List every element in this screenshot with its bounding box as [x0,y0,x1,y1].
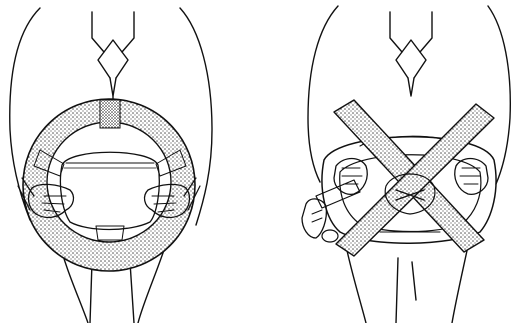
illustration-svg [0,0,514,323]
illustration-canvas [0,0,514,323]
